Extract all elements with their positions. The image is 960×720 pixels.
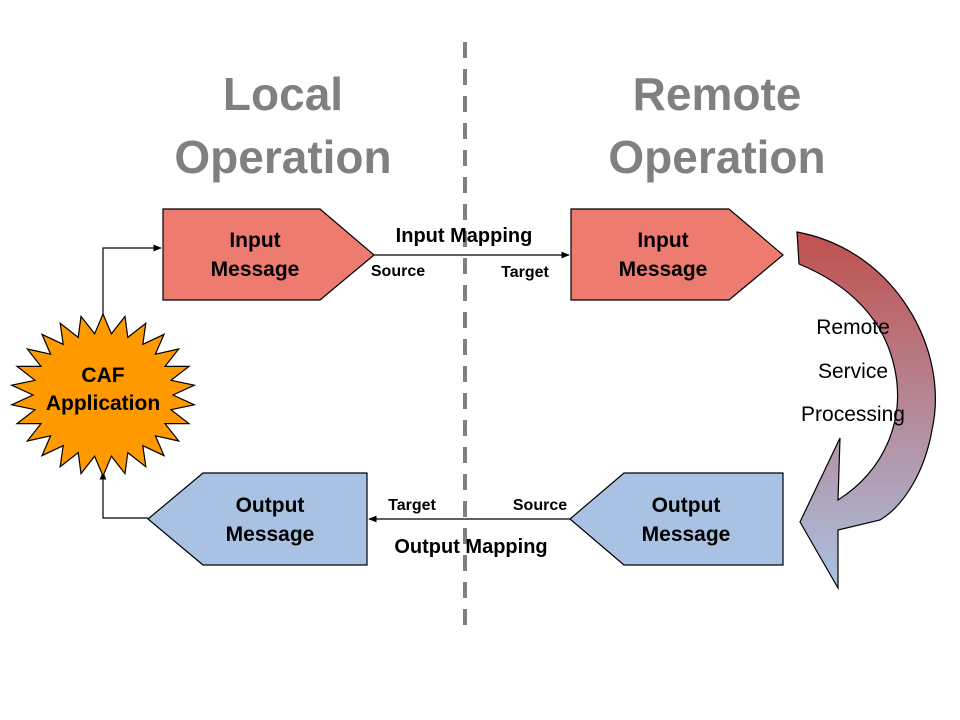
local-output-message-shape [147, 472, 368, 566]
remote-input-message-shape [570, 208, 784, 301]
remote-input-message-line-2: Message [619, 258, 708, 281]
remote-output-message: Output Message [569, 472, 784, 566]
local-heading-line-2: Operation [174, 131, 391, 183]
caf-label-line-2: Application [46, 392, 160, 415]
local-output-message-line-1: Output [236, 494, 305, 517]
remote-processing-line-2: Service [818, 360, 888, 383]
caf-application-node: CAF Application [9, 312, 197, 478]
caf-starburst-shape [9, 312, 197, 478]
local-input-message-shape [162, 208, 375, 301]
caf-label-line-1: CAF [81, 364, 124, 387]
local-input-message-line-2: Message [211, 258, 300, 281]
remote-input-message: Input Message [570, 208, 784, 301]
caf-to-input-connector [102, 244, 162, 322]
remote-processing-line-1: Remote [816, 316, 890, 339]
output-to-caf-connector [99, 471, 148, 519]
remote-output-message-line-1: Output [652, 494, 721, 517]
remote-service-processing: Remote Service Processing [796, 231, 936, 591]
local-input-message-line-1: Input [229, 229, 280, 252]
local-heading-line-1: Local [223, 68, 343, 120]
input-mapping-source-label: Source [371, 263, 425, 280]
output-mapping: Target Source Output Mapping [368, 497, 570, 558]
output-mapping-source-label: Source [513, 497, 567, 514]
output-mapping-label: Output Mapping [394, 536, 547, 558]
output-mapping-target-label: Target [388, 497, 436, 514]
remote-processing-line-3: Processing [801, 403, 905, 426]
remote-processing-curved-arrow [796, 231, 936, 591]
remote-heading-line-1: Remote [633, 68, 802, 120]
local-output-message: Output Message [147, 472, 368, 566]
remote-output-message-shape [569, 472, 784, 566]
input-mapping-label: Input Mapping [396, 225, 533, 247]
local-output-message-line-2: Message [226, 523, 315, 546]
local-input-message: Input Message [162, 208, 375, 301]
input-mapping-target-label: Target [501, 264, 549, 281]
input-mapping: Input Mapping Source Target [371, 225, 570, 281]
remote-output-message-line-2: Message [642, 523, 731, 546]
remote-operation-heading: Remote Operation [608, 68, 825, 183]
local-operation-heading: Local Operation [174, 68, 391, 183]
remote-input-message-line-1: Input [637, 229, 688, 252]
remote-heading-line-2: Operation [608, 131, 825, 183]
